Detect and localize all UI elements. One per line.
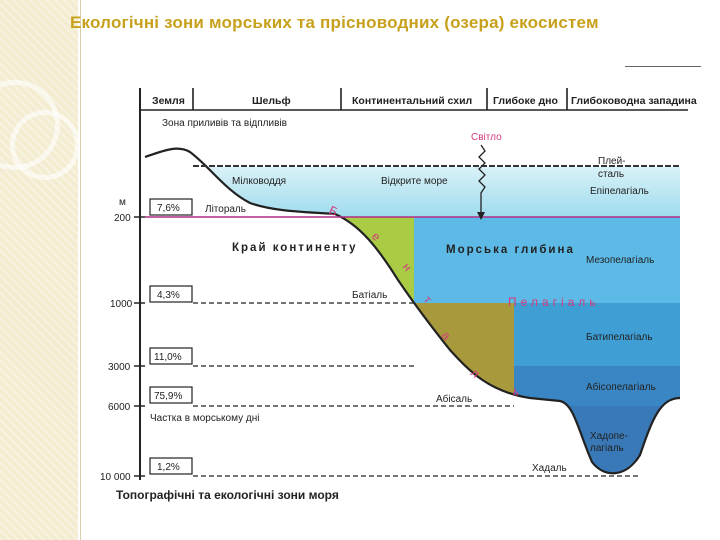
percent-littoral: 7,6% xyxy=(157,203,180,214)
light-label: Світло xyxy=(471,132,502,143)
shallow-water-label: Мілководдя xyxy=(232,176,286,187)
seabed-profile xyxy=(144,147,681,475)
pelagial-label: Пелагіаль xyxy=(508,295,600,309)
header-slope: Континентальний схил xyxy=(352,95,472,107)
land-mask xyxy=(145,148,680,477)
title-rule xyxy=(625,66,701,67)
abyssopelagial-label: Абісопелагіаль xyxy=(586,381,656,393)
bathyal-label: Батіаль xyxy=(352,290,387,301)
mesopelagial-label: Мезопелагіаль xyxy=(586,255,654,266)
percent-hadal: 1,2% xyxy=(157,462,180,473)
depth-label-3000: 3000 xyxy=(108,362,131,373)
abyssal-label: Абісаль xyxy=(436,393,472,405)
continent-edge-label: Край континенту xyxy=(232,242,358,254)
sea-depth-label: Морська глибина xyxy=(446,244,575,256)
depth-label-6000: 6000 xyxy=(108,402,131,413)
depth-label-10000: 10 000 xyxy=(100,472,131,483)
percent-abyssal: 75,9% xyxy=(154,391,182,402)
percent-box xyxy=(149,285,193,303)
figure-caption: Топографічні та екологічні зони моря xyxy=(116,488,339,502)
header-shelf: Шельф xyxy=(252,95,291,107)
header-land: Земля xyxy=(152,95,185,107)
sidebar-divider xyxy=(80,0,81,540)
hadopelagial-label-2: лагіаль xyxy=(590,443,624,454)
slide-title: Екологічні зони морських та прісноводних… xyxy=(70,13,599,32)
percent-header: Частка в морському дні xyxy=(150,413,259,424)
header-trench: Глибоководна западина xyxy=(571,95,697,107)
depth-unit: м xyxy=(119,197,126,208)
depth-label-200: 200 xyxy=(114,213,131,224)
decorative-sidebar xyxy=(0,0,80,540)
hadal-label: Хадаль xyxy=(532,463,567,474)
percent-box xyxy=(149,457,193,475)
pleuston-label-1: Плей- xyxy=(598,156,626,167)
percent-box xyxy=(149,347,193,365)
open-sea-label: Відкрите море xyxy=(381,176,448,187)
littoral-label: Літораль xyxy=(205,204,246,215)
pleuston-label-2: сталь xyxy=(598,169,624,180)
light-ray xyxy=(478,144,486,215)
benthal-letter: ь xyxy=(511,384,522,399)
percent-box xyxy=(149,386,193,404)
epipelagial-label: Епіпелагіаль xyxy=(590,186,649,197)
bathypelagial-label: Батипелагіаль xyxy=(586,332,653,343)
percent-box xyxy=(149,198,193,216)
decorative-ring xyxy=(10,110,80,180)
hadopelagial-label-1: Хадопе- xyxy=(590,431,628,442)
depth-label-1000: 1000 xyxy=(110,299,133,310)
header-deep-floor: Глибоке дно xyxy=(493,95,558,107)
tide-zone-label: Зона приливів та відпливів xyxy=(162,118,287,129)
light-arrowhead xyxy=(477,212,485,220)
percent-bathyal: 4,3% xyxy=(157,290,180,301)
percent-3000: 11,0% xyxy=(154,352,182,363)
